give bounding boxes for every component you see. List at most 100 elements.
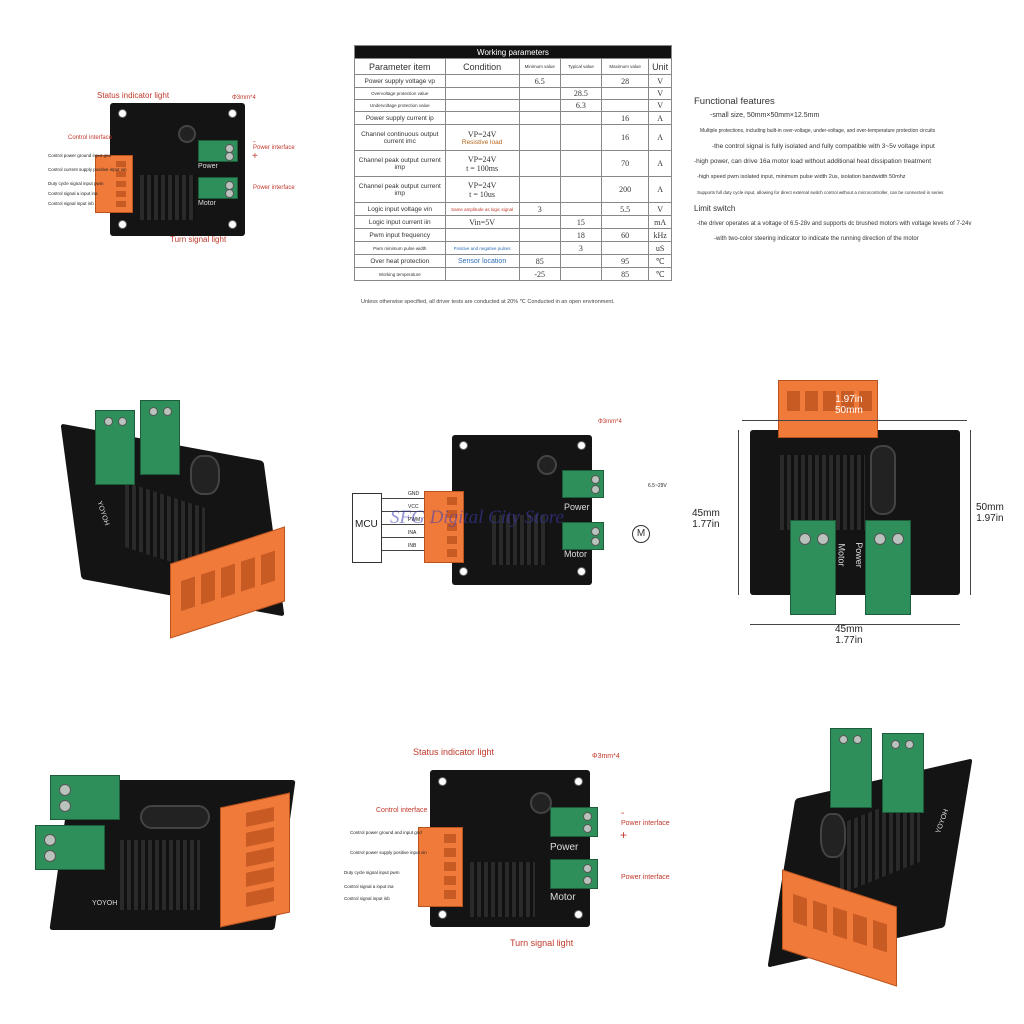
table-cell: Channel peak output current imp [354,150,446,177]
table-cell: V [648,99,672,112]
board-label-motor: Motor [836,543,847,567]
table-cell: 16 [600,111,650,125]
power-terminal [50,775,120,820]
power-minus: - [253,137,256,146]
limit-line: -with two-color steering indicator to in… [714,236,919,242]
motor-terminal [882,733,924,813]
table-cell [518,228,561,242]
mounting-hole [459,441,468,450]
heatsink [120,840,200,910]
capacitor [140,805,210,829]
table-cell: 85 [518,254,561,268]
mounting-hole [459,567,468,576]
dim-top-mm: 50mm [835,405,863,416]
control-terminal [424,491,464,563]
condition-line: Resistive load [461,138,503,146]
feature-line: -the control signal is fully isolated an… [712,143,935,150]
motor-terminal [140,400,180,475]
table-cell [559,150,602,177]
pin-label: Control signal input inb [344,896,390,901]
condition-line: t = 100ms [466,163,499,173]
control-terminal [220,792,290,928]
motor-symbol: M [632,525,650,543]
table-cell: A [648,150,672,177]
pin-label: Control signal input inb [48,201,94,206]
table-cell [518,150,561,177]
hole-spec-label: Φ3mm*4 [232,95,256,101]
mounting-hole [118,220,127,229]
mounting-hole [438,910,447,919]
power-terminal [562,470,604,498]
pin-label: Control power ground input gnd [48,153,112,158]
table-cell [600,87,650,100]
capacitor [530,792,552,814]
dim-left: 45mm 1.77in [692,508,720,530]
table-cell: Sensor location [444,254,520,268]
board-label-power: Power [198,163,218,170]
heatsink [140,175,195,220]
capacitor [537,455,557,475]
table-cell [444,267,520,281]
motor-terminal [790,520,836,615]
table-cell: uS [648,241,672,255]
table-cell: Working temperature [354,267,446,281]
table-cell: V [648,74,672,88]
wiring-pin: PWM [408,517,421,523]
condition-line: t = 10us [469,189,496,199]
table-cell: Power supply current ip [354,111,446,125]
board-label-power: Power [853,542,864,568]
table-cell: mA [648,215,672,229]
mcu-label: MCU [355,519,378,530]
table-cell: A [648,111,672,125]
table-cell [559,267,602,281]
table-cell: 28 [600,74,650,88]
capacitor [190,455,220,495]
dim-bottom-mm: 45mm [835,624,863,635]
board-label-power: Power [564,502,590,512]
power-terminal [198,140,238,162]
power-terminal [830,728,872,808]
table-cell [600,99,650,112]
power-terminal [95,410,135,485]
control-interface-label: Control interface [68,135,113,141]
watermark: SFG Digital City Store [390,507,564,528]
status-light-label: Status indicator light [413,747,495,757]
table-cell: 85 [600,267,650,281]
table-cell: 16 [600,124,650,151]
table-header: Minimum value [518,58,561,75]
brand-silk: YOYOH [92,900,118,907]
table-cell: Logic input current iin [354,215,446,229]
table-cell [518,111,561,125]
power-interface-label-2: Power interface [621,874,670,881]
pin-label: Duty cycle signal input pwm [48,181,104,186]
dim-right-in: 1.97in [976,513,1004,524]
power-interface-label-2: Power interface [253,185,295,191]
capacitor [178,125,196,143]
dim-right-mm: 50mm [976,502,1004,513]
dim-top-in: 1.97in [835,394,863,405]
mounting-hole [438,777,447,786]
mounting-hole [574,910,583,919]
table-cell [600,215,650,229]
table-cell [518,176,561,203]
table-cell: V [648,202,672,216]
table-cell: Vin=5V [444,215,520,229]
power-plus: + [620,828,628,842]
table-cell [518,99,561,112]
status-light-label: Status indicator light [97,91,170,100]
table-cell: 60 [600,228,650,242]
table-cell: ℃ [648,254,672,268]
motor-terminal [562,522,604,550]
limit-title: Limit switch [694,204,736,213]
table-cell: Channel continuous output current imc [354,124,446,151]
mounting-hole [228,220,237,229]
table-cell: A [648,124,672,151]
board-label-motor: Motor [198,200,216,207]
table-cell: Channel peak output current imp [354,176,446,203]
table-cell [559,202,602,216]
table-cell: Positive and negative pulses [444,241,520,255]
